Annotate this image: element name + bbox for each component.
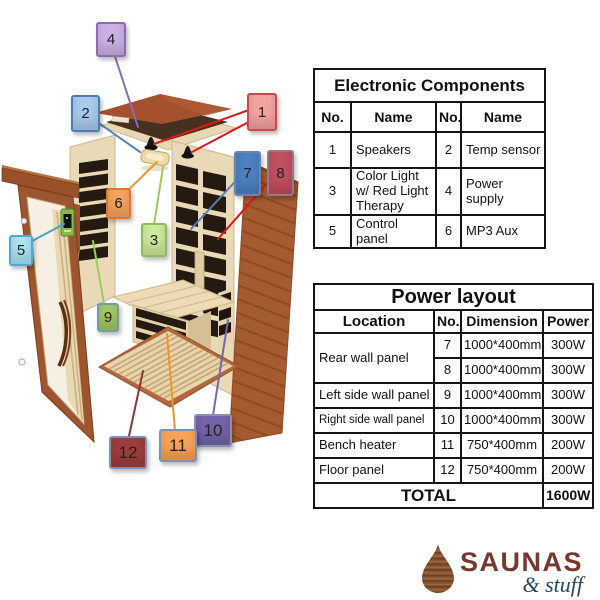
diagram-label-8: 8 [267,150,294,196]
cell-location: Left side wall panel [313,382,435,409]
table-row: Bench heater 11 750*400mm 200W [313,432,595,459]
diagram-label-7: 7 [234,151,261,196]
table-row: 3 Color Light w/ Red Light Therapy 4 Pow… [313,167,546,216]
cell-location: Floor panel [313,457,435,484]
floor-slats [108,333,229,399]
brand-tagline: & stuff [522,572,584,597]
table-title: Power layout [312,283,595,311]
diagram-label-9: 9 [97,303,119,332]
leader-9 [92,240,107,316]
cell-no: 7 [433,332,462,359]
table-header-row: Location No. Dimension Power [313,309,595,334]
col-header: No. [313,101,352,133]
cell-location: Bench heater [313,432,435,459]
cell-dimension: 750*400mm [460,432,544,459]
diagram-label-10: 10 [194,414,232,447]
cell-dimension: 1000*400mm [460,407,544,434]
diagram-label-4: 4 [96,22,126,57]
ceiling-speaker-right [181,145,194,159]
cell-power: 300W [541,332,595,359]
cell-no: 8 [433,357,462,384]
cell-no: 9 [433,382,462,409]
diagram-label-3: 3 [141,223,167,257]
diagram-label-12: 12 [109,436,147,469]
power-layout-table: Power layout Location No. Dimension Powe… [312,283,595,509]
control-panel [60,208,75,237]
door-knob [18,358,26,366]
table-row: Floor panel 12 750*400mm 200W [313,457,595,484]
cell-power: 300W [541,407,595,434]
cell-no: 2 [435,131,462,169]
cell-no: 4 [435,167,462,216]
cell-name: Power supply [460,167,546,216]
diagram-label-11: 11 [159,429,197,462]
table-row: Right side wall panel 10 1000*400mm 300W [313,407,595,434]
cell-no: 3 [313,167,352,216]
cell-location: Rear wall panel [313,332,435,384]
col-header: No. [433,309,462,334]
cell-no: 5 [313,214,352,249]
door-hinge [20,217,28,225]
diagram-label-5: 5 [9,235,33,266]
leader-1a [153,105,261,145]
roof-assembly [95,94,238,151]
brand-logo: SAUNAS & stuff [422,541,583,596]
cell-dimension: 1000*400mm [460,382,544,409]
door-handle [57,301,68,367]
cell-name: Speakers [350,131,437,169]
cell-name: Temp sensor [460,131,546,169]
table-row: Rear wall panel 7 1000*400mm 300W [313,332,595,384]
table-title-row: Power layout [312,283,595,311]
logo-text: SAUNAS & stuff [454,541,583,596]
cell-name: Control panel [350,214,437,249]
leader-11 [166,333,177,444]
cell-dimension: 1000*400mm [460,332,544,359]
diagram-label-1: 1 [247,93,277,131]
col-header: No. [435,101,462,133]
cell-name: MP3 Aux [460,214,546,249]
table-row: 5 Control panel 6 MP3 Aux [313,214,546,249]
table-row: 1 Speakers 2 Temp sensor [313,131,546,169]
cell-power: 300W [541,382,595,409]
diagram-label-2: 2 [71,95,100,132]
cell-dimension: 1000*400mm [460,357,544,384]
electronic-components-table: Electronic Components No. Name No. Name … [313,68,546,249]
table-total-row: TOTAL 1600W [313,482,595,509]
col-header: Name [350,101,437,133]
wood-drop-icon [422,543,454,593]
cell-no: 10 [433,407,462,434]
table-row: Left side wall panel 9 1000*400mm 300W [313,382,595,409]
cell-no: 11 [433,432,462,459]
table-row: 8 1000*400mm 300W [314,357,595,384]
cell-power: 200W [541,457,595,484]
col-header: Location [313,309,435,334]
door-assembly [1,165,95,444]
table-header-row: No. Name No. Name [313,101,546,133]
left-wall-panel [69,134,116,319]
cell-power: 200W [541,432,595,459]
total-label: TOTAL [313,482,544,509]
left-wall-heater-strips [79,159,108,261]
leader-10 [210,319,229,429]
cell-location: Right side wall panel [313,407,435,434]
cell-dimension: 750*400mm [460,457,544,484]
table-title-row: Electronic Components [313,68,546,103]
sauna-exploded-diagram [1,37,299,451]
cell-power: 300W [541,357,595,384]
col-header: Power [541,309,595,334]
brand-name: SAUNAS [460,547,584,577]
col-header: Dimension [460,309,544,334]
cell-no: 6 [435,214,462,249]
cell-name: Color Light w/ Red Light Therapy [350,167,437,216]
total-value: 1600W [541,482,595,509]
light-fixture [140,149,170,171]
cell-no: 1 [313,131,352,169]
col-header: Name [460,101,546,133]
table-title: Electronic Components [313,68,546,103]
diagram-label-6: 6 [106,188,131,219]
roof-vent [111,115,130,124]
cell-no: 12 [433,457,462,484]
